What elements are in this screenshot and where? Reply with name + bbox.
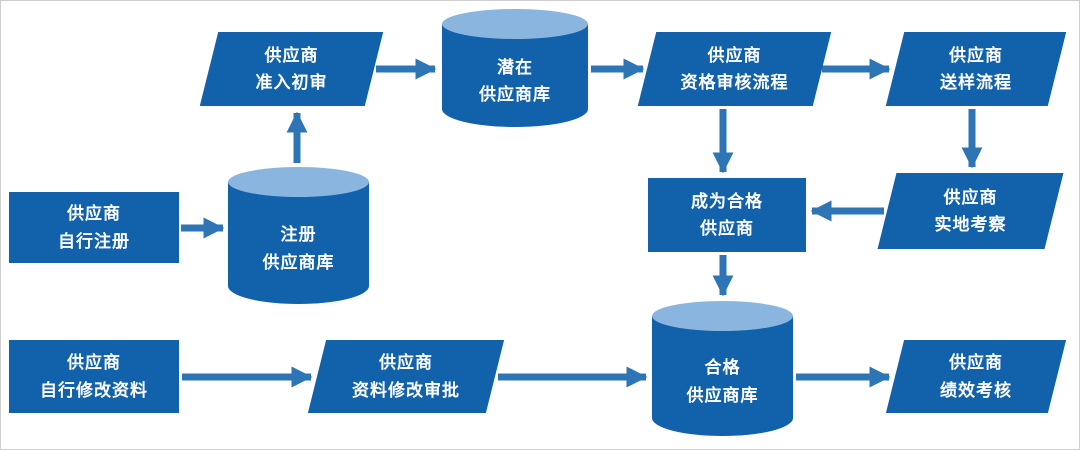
cylinder-top-ellipse	[228, 167, 369, 197]
cylinder-top-ellipse	[442, 9, 588, 39]
cylinder-body	[652, 316, 793, 436]
node-supplier-self-modify: 供应商 自行修改资料	[9, 340, 179, 413]
node-performance-assessment: 供应商 绩效考核	[895, 340, 1057, 413]
node-modify-approval: 供应商 资料修改审批	[317, 340, 495, 413]
node-site-inspection: 供应商 实地考察	[887, 173, 1054, 249]
node-qualification-review-process: 供应商 资格审核流程	[647, 32, 822, 106]
node-label: 供应商 资料修改审批	[352, 353, 460, 400]
node-label: 成为合格 供应商	[691, 191, 763, 238]
node-supplier-self-register: 供应商 自行注册	[9, 192, 179, 263]
node-label: 供应商 实地考察	[934, 187, 1007, 234]
node-register-supplier-db: 注册 供应商库	[228, 167, 369, 304]
cylinder-body	[228, 182, 369, 304]
node-label: 供应商 送样流程	[940, 45, 1012, 92]
node-sample-delivery-process: 供应商 送样流程	[895, 32, 1057, 106]
node-supplier-admission-review: 供应商 准入初审	[209, 32, 374, 106]
node-label: 合格 供应商库	[686, 358, 759, 405]
node-label: 供应商 绩效考核	[940, 353, 1012, 400]
node-label: 供应商 准入初审	[255, 45, 328, 92]
cylinder-top-ellipse	[652, 301, 793, 331]
node-label: 供应商 自行注册	[58, 204, 130, 251]
cylinder-body	[442, 24, 588, 127]
node-label: 供应商 资格审核流程	[680, 45, 789, 92]
node-become-qualified-supplier: 成为合格 供应商	[648, 178, 806, 252]
node-potential-supplier-db: 潜在 供应商库	[442, 9, 588, 127]
node-label: 注册 供应商库	[262, 225, 335, 272]
node-label: 供应商 自行修改资料	[40, 353, 148, 400]
node-label: 潜在 供应商库	[479, 57, 551, 104]
node-qualified-supplier-db: 合格 供应商库	[652, 301, 793, 436]
